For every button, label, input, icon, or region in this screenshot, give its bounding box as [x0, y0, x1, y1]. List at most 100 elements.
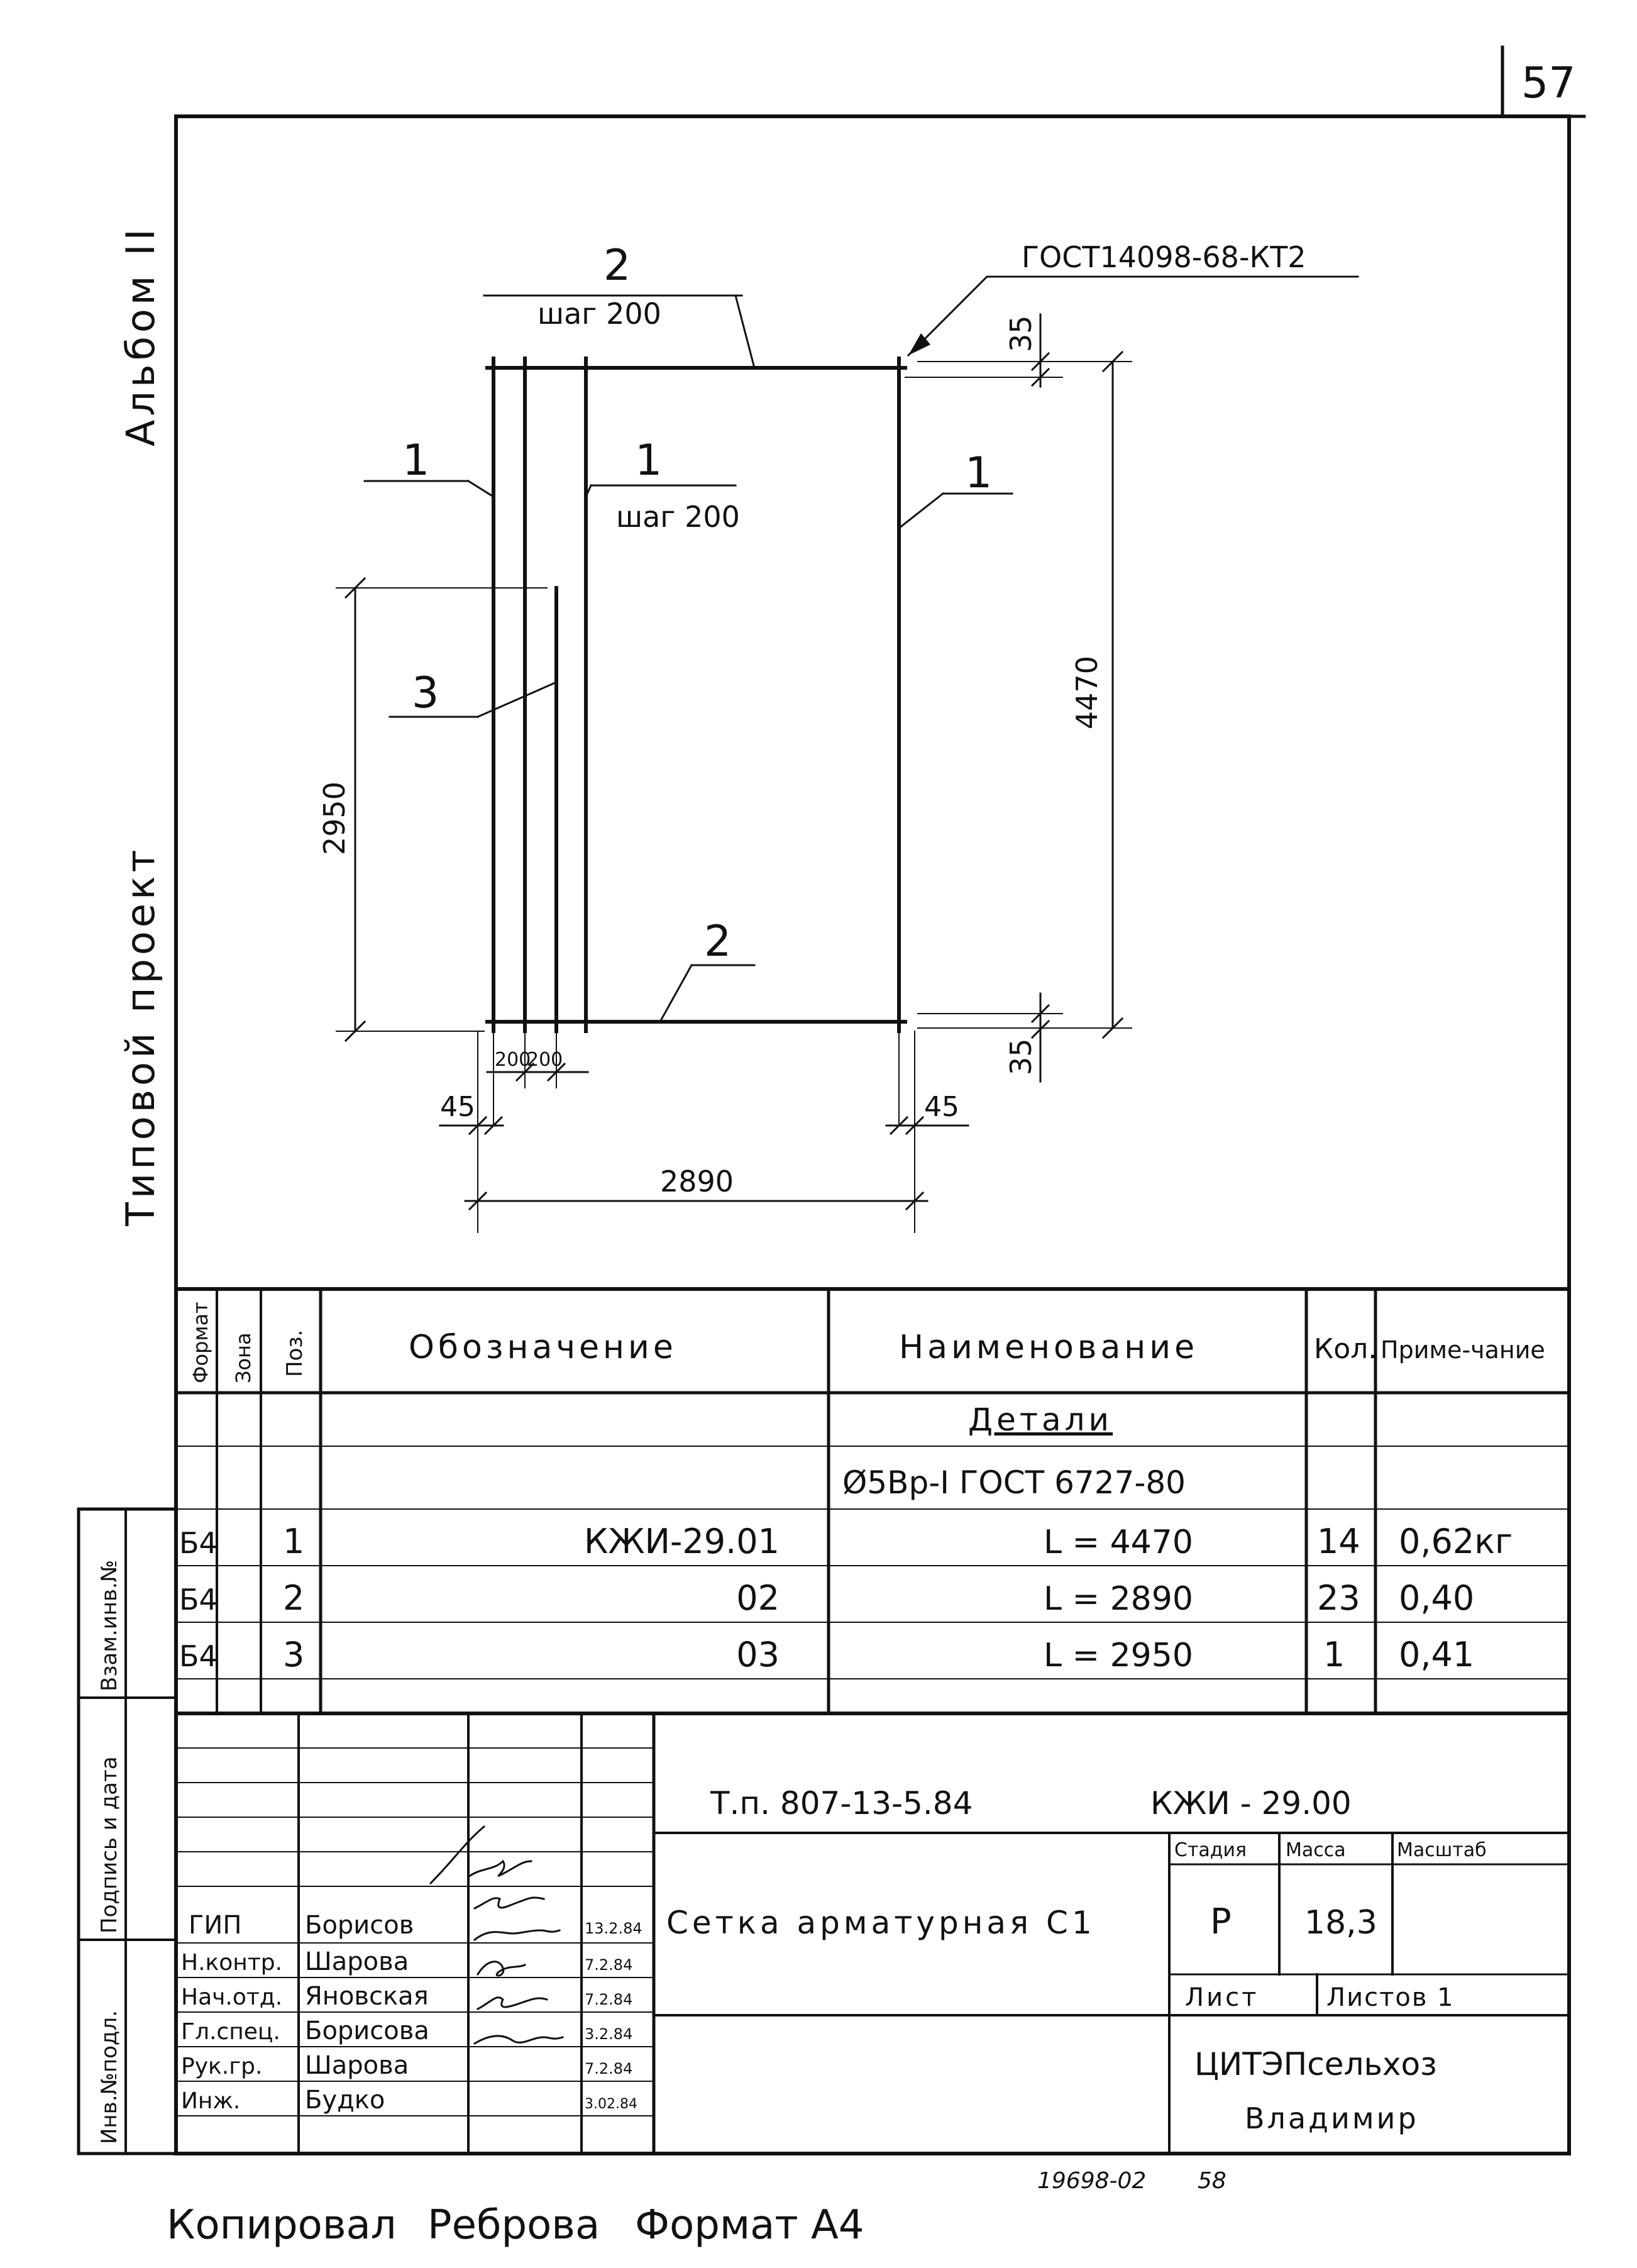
label-pos2-top: 2 — [604, 241, 631, 290]
tb-scale-label: Масштаб — [1397, 1839, 1487, 1861]
tb-name-2: Шарова — [305, 1947, 409, 1976]
spec-row-2-designation: 02 — [736, 1578, 780, 1618]
spec-row-3-qty: 1 — [1323, 1635, 1345, 1674]
tick-35-bottom-b — [1030, 1019, 1050, 1039]
arrowhead-gost — [908, 333, 930, 355]
dim-200-b: 200 — [527, 1049, 563, 1071]
tb-role-6: Инж. — [181, 2088, 240, 2114]
tick-2890-left — [468, 1191, 488, 1211]
spec-header-zone: Зона — [231, 1332, 255, 1383]
dim-2890: 2890 — [660, 1164, 734, 1198]
side-stamp-inv: Инв.№подл. — [97, 2010, 122, 2144]
spec-row-1-pos: 1 — [283, 1522, 304, 1561]
margin-project: Типовой проект — [118, 846, 163, 1227]
tb-name-6: Будко — [305, 2086, 385, 2115]
side-stamp-vzam: Взам.инв.№ — [97, 1560, 122, 1691]
tb-date-1: 13.2.84 — [585, 1920, 642, 1937]
leader-pos1-right — [897, 492, 945, 530]
spec-header-qty: Кол. — [1314, 1333, 1377, 1365]
tb-name-5: Шарова — [305, 2051, 409, 2080]
tick-45-left-b — [483, 1115, 504, 1136]
tb-mass-label: Масса — [1286, 1839, 1346, 1861]
label-gost: ГОСТ14098-68-КТ2 — [1022, 240, 1306, 274]
tb-role-4: Гл.спец. — [181, 2019, 280, 2045]
leader-pos3 — [477, 681, 558, 718]
dim-200-a: 200 — [495, 1049, 531, 1071]
tb-doc: КЖИ - 29.00 — [1150, 1785, 1352, 1822]
spec-row-2-note: 0,40 — [1399, 1578, 1474, 1618]
tb-org-line2: Владимир — [1245, 2101, 1419, 2135]
tick-2950-top — [344, 577, 367, 599]
spec-header-format: Формат — [189, 1302, 212, 1383]
tb-name-3: Яновская — [305, 1982, 429, 2011]
spec-row-2-qty: 23 — [1317, 1578, 1360, 1618]
tick-35-top-a — [1030, 351, 1050, 372]
tb-title: Сетка арматурная С1 — [666, 1905, 1096, 1941]
spec-row-3-pos: 3 — [283, 1635, 304, 1674]
signature-nachotd — [473, 1929, 561, 1942]
side-stamp-podpis: Подпись и дата — [97, 1756, 122, 1933]
spec-header-designation: Обозначение — [409, 1329, 677, 1366]
footer-page: 58 — [1198, 2168, 1226, 2194]
tick-4470-top — [1101, 350, 1124, 373]
label-pos3: 3 — [412, 668, 439, 718]
drawing-frame — [174, 114, 1571, 2155]
tick-4470-bottom — [1101, 1017, 1124, 1039]
tb-name-1: Борисов — [305, 1911, 414, 1940]
leader-pos2-top — [734, 294, 756, 369]
tb-mass: 18,3 — [1304, 1904, 1377, 1942]
tb-date-2: 7.2.84 — [585, 1956, 632, 1974]
spec-header-note: Приме-чание — [1381, 1336, 1545, 1364]
tb-stage: Р — [1210, 1901, 1232, 1942]
spec-row-3-note: 0,41 — [1399, 1635, 1474, 1674]
tb-date-5: 7.2.84 — [585, 2060, 632, 2077]
leader-pos1-mid — [585, 484, 592, 498]
tick-35-top-b — [1030, 367, 1050, 387]
tb-date-3: 7.2.84 — [585, 1991, 632, 2008]
label-pos1-mid: 1 — [635, 436, 662, 485]
signature-glspec — [476, 1961, 527, 1977]
label-step-top: шаг 200 — [537, 297, 661, 331]
tb-org-line1: ЦИТЭПсельхоз — [1194, 2046, 1437, 2083]
label-step-mid: шаг 200 — [616, 500, 740, 534]
signature-nkontr — [473, 1896, 545, 1910]
dim-4470: 4470 — [1070, 656, 1104, 729]
tick-chain-1 — [515, 1062, 535, 1082]
spec-row-1-format: Б4 — [179, 1526, 218, 1560]
tick-45-right-b — [905, 1115, 925, 1136]
tb-role-1: ГИП — [189, 1911, 241, 1940]
footer-copied: Копировал — [167, 2202, 397, 2249]
dim-45-left: 45 — [440, 1091, 475, 1123]
tick-2890-right — [905, 1191, 925, 1211]
footer-archive: 19698-02 — [1037, 2168, 1146, 2194]
spec-row-1-name: L = 4470 — [1044, 1524, 1193, 1561]
leader-pos1-left — [466, 479, 495, 499]
spec-row-1-designation: КЖИ-29.01 — [584, 1522, 780, 1561]
sheet-number: 57 — [1521, 58, 1576, 108]
spec-row-2-pos: 2 — [283, 1578, 304, 1618]
tick-35-bottom-a — [1030, 1004, 1050, 1024]
dim-45-right: 45 — [924, 1091, 959, 1123]
footer-copier: Реброва — [427, 2202, 600, 2249]
tick-2950-bottom — [344, 1020, 367, 1043]
leader-pos2-bottom — [658, 963, 693, 1024]
spec-row-3-name: L = 2950 — [1044, 1637, 1193, 1674]
spec-row-2-format: Б4 — [179, 1583, 218, 1617]
spec-header-pos: Поз. — [282, 1330, 307, 1377]
tb-name-4: Борисова — [305, 2016, 429, 2045]
spec-section-title: Детали — [968, 1402, 1113, 1438]
tick-45-right-a — [889, 1115, 909, 1136]
tb-sheet-label: Лист — [1185, 1983, 1259, 2012]
signature-gip — [429, 1825, 532, 1885]
dim-2950: 2950 — [317, 782, 351, 855]
tick-45-left-a — [468, 1115, 488, 1136]
footer-format: Формат А4 — [635, 2202, 864, 2249]
tick-chain-2 — [546, 1062, 566, 1082]
margin-album: Альбом II — [118, 225, 163, 446]
spec-row-3-designation: 03 — [736, 1635, 780, 1674]
tb-date-6: 3.02.84 — [585, 2096, 637, 2112]
label-pos1-right: 1 — [965, 448, 992, 498]
signature-inzh — [473, 2035, 564, 2045]
spec-row-1-note: 0,62кг — [1399, 1522, 1513, 1561]
